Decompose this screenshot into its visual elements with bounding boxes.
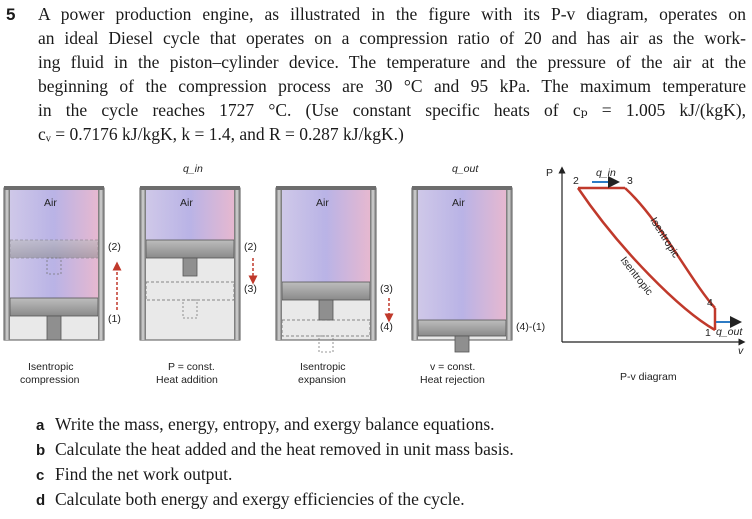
cylinder-3-caption-line2: expansion bbox=[298, 374, 346, 386]
problem-line-1: A power production engine, as illustrate… bbox=[38, 4, 746, 24]
problem-line-6: cᵥ = 0.7176 kJ/kgK, k = 1.4, and R = 0.2… bbox=[38, 124, 404, 144]
part-c-text: Find the net work output. bbox=[55, 464, 233, 484]
pv-point-4: 4 bbox=[707, 297, 713, 309]
cylinder-3-state-bottom: (4) bbox=[380, 321, 393, 333]
cylinder-4-caption-line2: Heat rejection bbox=[420, 374, 485, 386]
part-d-letter: d bbox=[36, 492, 46, 509]
cylinder-1-state-bottom: (1) bbox=[108, 313, 121, 325]
part-b: b Calculate the heat added and the heat r… bbox=[36, 437, 514, 463]
pv-qin-label: q_in bbox=[596, 167, 616, 179]
pv-qout-label: q_out bbox=[716, 326, 743, 338]
part-a-letter: a bbox=[36, 417, 45, 434]
part-a-text: Write the mass, energy, entropy, and exe… bbox=[55, 414, 495, 434]
pv-v-axis-label: v bbox=[738, 345, 744, 357]
cylinder-3-state-top: (3) bbox=[380, 283, 393, 295]
part-c: c Find the net work output. bbox=[36, 462, 232, 488]
pv-process-1-2 bbox=[576, 187, 716, 332]
cylinder-3-gas-label: Air bbox=[316, 197, 329, 209]
part-a: a Write the mass, energy, entropy, and ex… bbox=[36, 412, 495, 438]
problem-line-5: in the cycle reaches 1727 °C. (Use const… bbox=[38, 100, 746, 120]
cylinder-4-qout-label: q_out bbox=[452, 163, 479, 175]
cylinder-isentropic-expansion: Air (3) (4) Isentropic expansion bbox=[275, 186, 394, 386]
cylinder-heat-rejection: q_out Air (4)-(1) v = const. Heat reject… bbox=[411, 163, 545, 386]
cylinder-heat-addition: q_in Air (2) (3) P = const. Heat additio… bbox=[139, 163, 258, 386]
cylinder-2-gas-label: Air bbox=[180, 197, 193, 209]
cylinder-2-caption-line2: Heat addition bbox=[156, 374, 218, 386]
cylinder-2-qin-label: q_in bbox=[183, 163, 203, 175]
problem-line-2: an ideal Diesel cycle that operates on a… bbox=[38, 28, 746, 48]
pv-point-2: 2 bbox=[573, 175, 579, 187]
part-b-letter: b bbox=[36, 442, 46, 459]
part-d: d Calculate both energy and exergy effici… bbox=[36, 487, 465, 513]
part-b-text: Calculate the heat added and the heat re… bbox=[55, 439, 514, 459]
cylinder-isentropic-compression: Air (2) (1) Isentropic compression bbox=[3, 186, 122, 386]
pv-diagram: P v 2 3 4 1 q_in q_out Isentropic Isentr… bbox=[546, 166, 746, 383]
cylinder-1-state-top: (2) bbox=[108, 241, 121, 253]
part-c-letter: c bbox=[36, 467, 45, 484]
cylinder-1-caption-line2: compression bbox=[20, 374, 80, 386]
cylinder-3-caption-line1: Isentropic bbox=[300, 361, 346, 373]
cylinder-4-gas-label: Air bbox=[452, 197, 465, 209]
pv-process-3-4 bbox=[624, 187, 716, 309]
figure-canvas: Air (2) (1) Isentropic compression q_in … bbox=[3, 163, 746, 386]
diesel-cycle-figure: Air (2) (1) Isentropic compression q_in … bbox=[0, 160, 752, 400]
problem-line-3: ing fluid in the piston–cylinder device.… bbox=[38, 52, 746, 72]
cylinder-2-caption-line1: P = const. bbox=[168, 361, 215, 373]
cylinder-4-state: (4)-(1) bbox=[516, 321, 545, 333]
pv-point-1: 1 bbox=[705, 327, 711, 339]
problem-statement: 5 A power production engine, as illustra… bbox=[0, 0, 752, 160]
cylinder-1-gas-label: Air bbox=[44, 197, 57, 209]
cylinder-4-caption-line1: v = const. bbox=[430, 361, 475, 373]
cylinder-2-state-bottom: (3) bbox=[244, 283, 257, 295]
pv-point-3: 3 bbox=[627, 175, 633, 187]
cylinder-1-caption-line1: Isentropic bbox=[28, 361, 74, 373]
pv-diagram-caption: P-v diagram bbox=[620, 371, 677, 383]
question-parts: a Write the mass, energy, entropy, and ex… bbox=[0, 410, 752, 519]
part-d-text: Calculate both energy and exergy efficie… bbox=[55, 489, 465, 509]
pv-isentropic-expansion-label: Isentropic bbox=[647, 215, 681, 260]
cylinder-2-state-top: (2) bbox=[244, 241, 257, 253]
problem-line-4: beginning of the compression process are… bbox=[38, 76, 746, 96]
pv-p-axis-label: P bbox=[546, 167, 553, 179]
question-number: 5 bbox=[6, 5, 16, 24]
